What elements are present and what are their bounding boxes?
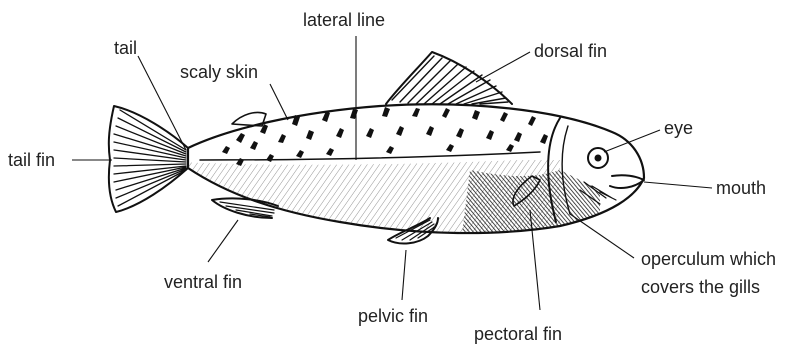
- tail-fin-shape: [109, 106, 188, 212]
- leader-dorsal-fin: [476, 52, 530, 82]
- label-scaly-skin: scaly skin: [180, 62, 258, 82]
- label-pectoral-fin: pectoral fin: [474, 324, 562, 344]
- label-ventral-fin: ventral fin: [164, 272, 242, 292]
- label-mouth: mouth: [716, 178, 766, 198]
- label-operculum-line2: covers the gills: [641, 277, 760, 297]
- leader-operculum: [570, 214, 634, 258]
- dorsal-fin-shape: [386, 52, 512, 104]
- leader-scaly-skin: [270, 84, 288, 120]
- label-tail: tail: [114, 38, 137, 58]
- leader-mouth: [644, 182, 712, 188]
- label-pelvic-fin: pelvic fin: [358, 306, 428, 326]
- lateral-line-mark: [200, 152, 540, 160]
- leader-pelvic-fin: [402, 250, 406, 300]
- label-dorsal-fin: dorsal fin: [534, 41, 607, 61]
- leader-ventral-fin: [208, 220, 238, 262]
- label-tail-fin: tail fin: [8, 150, 55, 170]
- label-lateral-line: lateral line: [303, 10, 385, 30]
- label-operculum-line1: operculum which: [641, 249, 776, 269]
- label-eye: eye: [664, 118, 693, 138]
